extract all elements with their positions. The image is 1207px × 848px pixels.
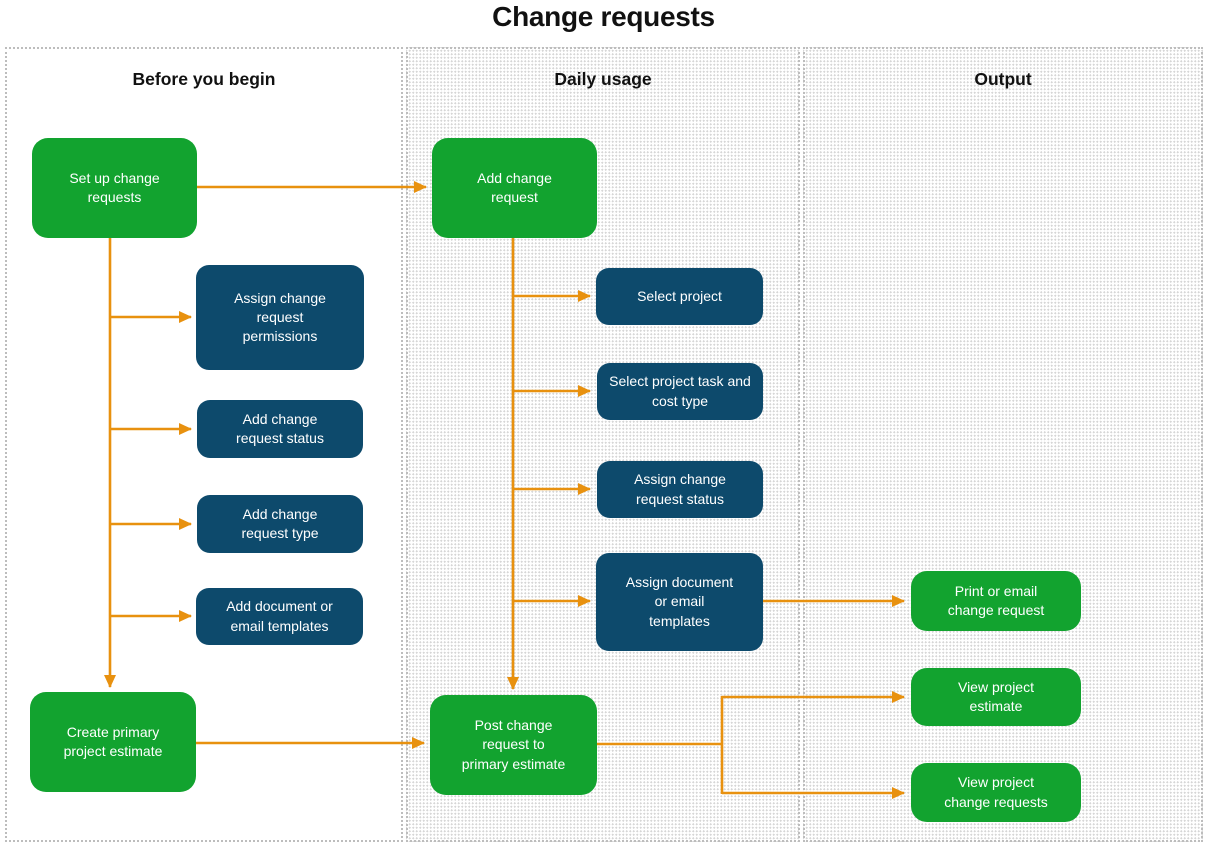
node-label: View project estimate <box>957 678 1034 714</box>
node-add-document-or-email-templates: Add document or email templates <box>196 588 363 645</box>
node-label: Add change request type <box>241 505 319 541</box>
node-view-project-change-requests: View project change requests <box>911 763 1081 822</box>
node-select-project-task-and-cost-type: Select project task and cost type <box>597 363 763 420</box>
node-select-project: Select project <box>596 268 763 325</box>
node-label: Set up change requests <box>69 169 160 205</box>
node-add-change-request: Add change request <box>432 138 597 238</box>
node-label: Create primary project estimate <box>63 723 163 759</box>
node-print-or-email-change-request: Print or email change request <box>911 571 1081 631</box>
node-assign-document-or-email-templates: Assign document or email templates <box>596 553 763 651</box>
node-add-change-request-type: Add change request type <box>197 495 363 553</box>
node-label: Post change request to primary estimate <box>461 717 566 772</box>
node-label: Assign document or email templates <box>625 574 734 629</box>
node-create-primary-project-estimate: Create primary project estimate <box>30 692 196 792</box>
node-label: Add change request status <box>236 410 324 446</box>
node-add-change-request-status: Add change request status <box>197 400 363 458</box>
node-label: Print or email change request <box>947 582 1045 618</box>
node-set-up-change-requests: Set up change requests <box>32 138 197 238</box>
node-label: Assign change request status <box>634 471 726 507</box>
node-label: Assign change request permissions <box>234 289 326 345</box>
node-label: Add change request <box>477 169 552 205</box>
node-assign-change-request-status: Assign change request status <box>597 461 763 518</box>
column-header: Daily usage <box>554 69 652 89</box>
column-header: Output <box>974 69 1032 89</box>
node-assign-change-request-permissions: Assign change request permissions <box>196 265 364 370</box>
node-label: Select project <box>637 287 722 304</box>
column-header: Before you begin <box>132 69 276 89</box>
page-title: Change requests <box>492 1 715 32</box>
column-output: Output <box>803 47 1203 842</box>
node-post-change-request-to-primary-estimate: Post change request to primary estimate <box>430 695 597 795</box>
node-label: View project change requests <box>944 774 1048 810</box>
node-view-project-estimate: View project estimate <box>911 668 1081 726</box>
node-label: Select project task and cost type <box>609 373 751 409</box>
node-label: Add document or email templates <box>226 598 333 634</box>
